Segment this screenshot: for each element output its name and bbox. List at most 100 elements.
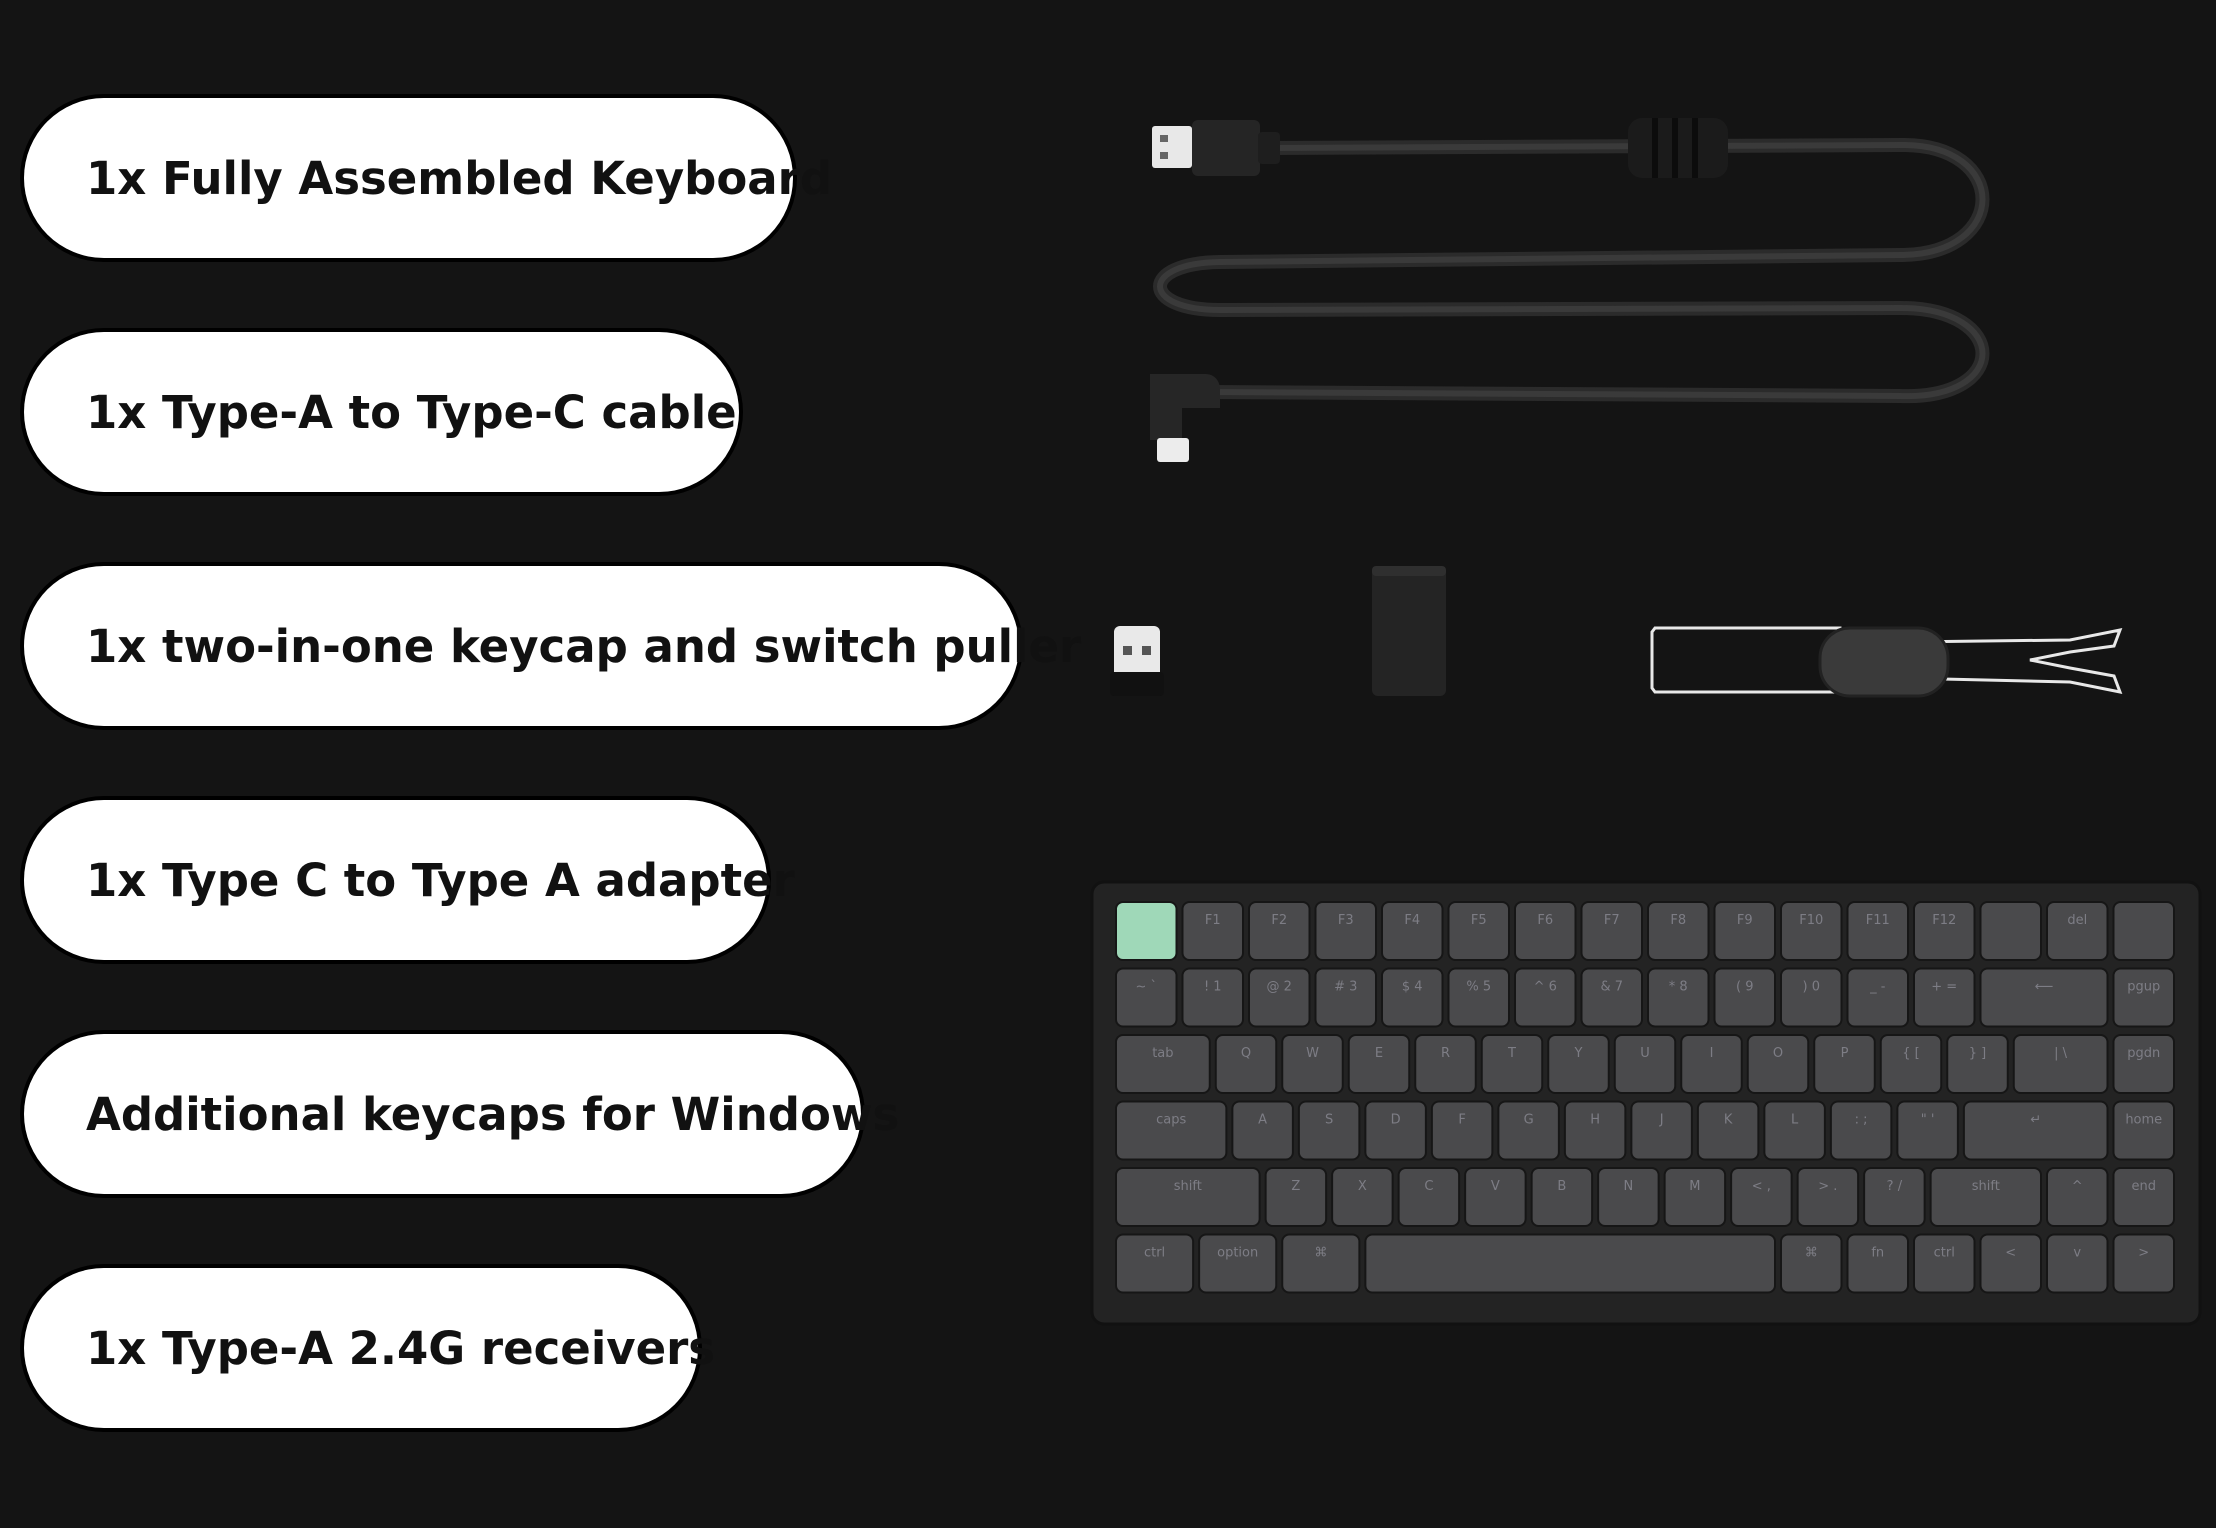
keycap xyxy=(1297,1100,1361,1161)
keycap-label: ) 0 xyxy=(1803,980,1820,995)
keycap-label: I xyxy=(1710,1046,1714,1061)
keycap xyxy=(1846,967,1909,1028)
item-adapter: 1x Type C to Type A adapter xyxy=(24,800,795,960)
keycap xyxy=(1730,1167,1793,1227)
keycap xyxy=(1863,1167,1926,1227)
keycap xyxy=(1846,901,1909,961)
keycap-label: fn xyxy=(1871,1246,1884,1261)
keycap-label: & 7 xyxy=(1600,980,1623,995)
keycap xyxy=(1547,1034,1610,1094)
keycap xyxy=(1115,901,1178,961)
keycap-label: ↵ xyxy=(2030,1113,2041,1128)
keycap-label: J xyxy=(1659,1113,1664,1128)
keycap xyxy=(2046,1167,2109,1227)
keycap-label: del xyxy=(2067,913,2087,928)
keycap-label: F5 xyxy=(1471,913,1487,928)
keycap-label: F8 xyxy=(1670,913,1686,928)
keycap xyxy=(1946,1034,2009,1094)
keycap xyxy=(1580,901,1643,961)
keycap-label: F1 xyxy=(1205,913,1221,928)
item-puller-label: 1x two-in-one keycap and switch puller xyxy=(86,619,1082,673)
keycap xyxy=(1364,1233,1776,1294)
keycap xyxy=(1314,901,1377,961)
keycap xyxy=(1962,1100,2109,1161)
keycap xyxy=(1896,1100,1959,1161)
keycap-label: caps xyxy=(1156,1113,1186,1128)
keycap xyxy=(1613,1034,1677,1094)
keycap xyxy=(1796,1167,1860,1227)
keycap xyxy=(1397,1167,1461,1227)
keycap-label: Z xyxy=(1291,1179,1300,1194)
keycap-label: home xyxy=(2125,1113,2162,1128)
keycap-label: ^ xyxy=(2072,1179,2083,1194)
keycap xyxy=(1563,1100,1627,1161)
keycap-label: } ] xyxy=(1969,1046,1986,1061)
keycap xyxy=(1347,1034,1411,1094)
keycap xyxy=(1597,1167,1660,1227)
type-c-plug xyxy=(1150,374,1220,440)
keycap-label: M xyxy=(1689,1179,1700,1194)
keycap-label: ⌘ xyxy=(1805,1246,1818,1261)
keycap xyxy=(1696,1100,1760,1161)
keycap xyxy=(1248,967,1311,1028)
item-cable-label: 1x Type-A to Type-C cable xyxy=(86,385,737,439)
item-adapter-label: 1x Type C to Type A adapter xyxy=(86,853,795,907)
keycap-label: F12 xyxy=(1932,913,1956,928)
keycap xyxy=(1331,1167,1394,1227)
keycap-label: ! 1 xyxy=(1204,980,1222,995)
keycap-label: end xyxy=(2132,1179,2157,1194)
keycap-label: Q xyxy=(1241,1046,1251,1061)
keycap xyxy=(2112,1100,2175,1161)
keycap-label: ^ 6 xyxy=(1534,980,1557,995)
keycap-label: | \ xyxy=(2054,1046,2068,1061)
item-receiver-label: 1x Type-A 2.4G receivers xyxy=(86,1321,716,1375)
keycap-label: U xyxy=(1640,1046,1650,1061)
keycap xyxy=(1414,1034,1477,1094)
keycap xyxy=(1430,1100,1494,1161)
keycap-label: A xyxy=(1258,1113,1267,1128)
keycap xyxy=(1647,901,1710,961)
keycap-label: G xyxy=(1524,1113,1534,1128)
keycap xyxy=(1115,1233,1195,1294)
item-windows-keycaps: Additional keycaps for Windows xyxy=(24,1034,899,1194)
keycap xyxy=(1913,901,1976,961)
item-keyboard: 1x Fully Assembled Keyboard xyxy=(24,98,832,258)
keycap-label: < xyxy=(2005,1246,2016,1261)
keycap xyxy=(2112,901,2175,961)
keycap-label: F11 xyxy=(1866,913,1890,928)
keycap xyxy=(1497,1100,1560,1161)
keycap-label: C xyxy=(1424,1179,1433,1194)
keycap xyxy=(1780,1233,1843,1294)
receiver-image xyxy=(1110,626,1164,696)
keycap xyxy=(1514,967,1577,1028)
keycap xyxy=(1381,967,1444,1028)
keycap xyxy=(1214,1034,1278,1094)
keycap-label: F6 xyxy=(1537,913,1553,928)
keycap-label: % 5 xyxy=(1466,980,1491,995)
keycap-label: : ; xyxy=(1855,1113,1868,1128)
keycap-label: @ 2 xyxy=(1267,980,1292,995)
keycap xyxy=(1713,901,1776,961)
puller-image xyxy=(1650,626,2123,698)
keycap-label: ? / xyxy=(1887,1179,1903,1194)
keycap xyxy=(1447,967,1510,1028)
keycap-label: F7 xyxy=(1604,913,1620,928)
keycap xyxy=(1181,967,1244,1028)
keycap xyxy=(1680,1034,1743,1094)
keycap xyxy=(1746,1034,1810,1094)
item-puller: 1x two-in-one keycap and switch puller xyxy=(24,566,1081,726)
keycap-label: ( 9 xyxy=(1736,980,1753,995)
keycap xyxy=(1580,967,1643,1028)
keycap-label: { [ xyxy=(1902,1046,1919,1061)
keycap xyxy=(1115,1034,1211,1094)
item-windows-keycaps-label: Additional keycaps for Windows xyxy=(86,1087,900,1141)
keycap xyxy=(1115,1167,1261,1227)
keycap-label: + = xyxy=(1931,980,1957,995)
keycap-label: pgdn xyxy=(2127,1046,2160,1061)
keycap xyxy=(1447,901,1510,961)
item-keyboard-label: 1x Fully Assembled Keyboard xyxy=(86,151,833,205)
keycap-label: < , xyxy=(1752,1179,1771,1194)
keycap xyxy=(1913,967,1976,1028)
